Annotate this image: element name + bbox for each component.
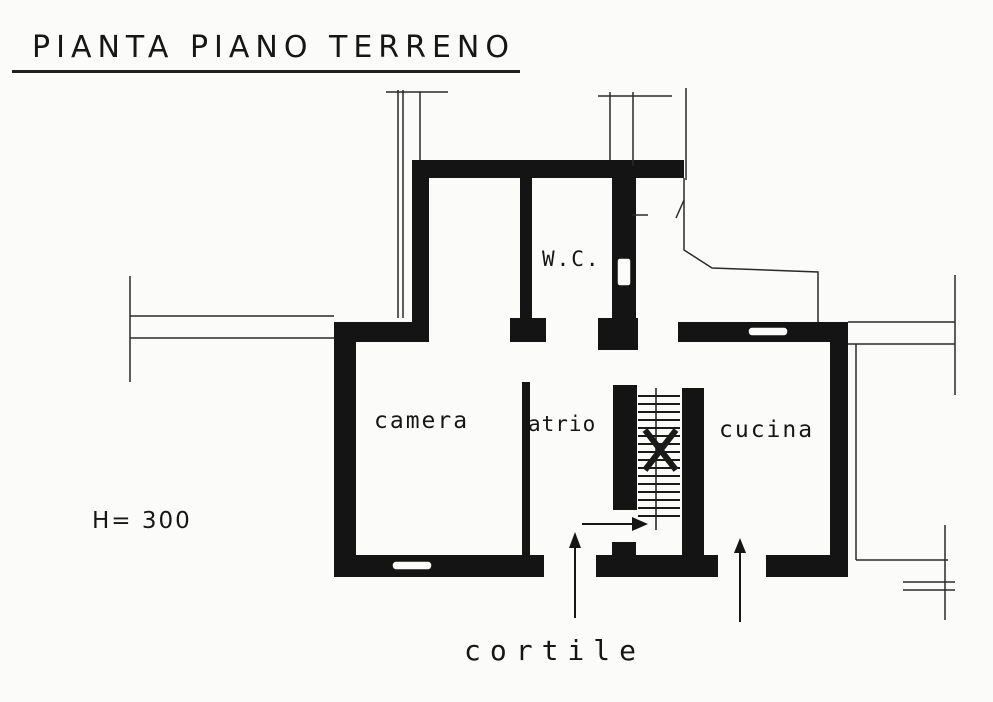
page-title: PIANTA PIANO TERRENO: [32, 30, 515, 65]
main-left-wall: [334, 322, 356, 577]
staircase: [638, 388, 680, 530]
bedroom-window: [391, 560, 433, 571]
thin-outlines: [129, 88, 956, 620]
wc-window: [616, 257, 632, 287]
main-right-wall: [830, 322, 848, 577]
room-label-atrio: atrio: [528, 412, 597, 436]
stair-left-wall: [613, 385, 637, 510]
title-underline: [12, 70, 520, 73]
room-label-cucina: cucina: [719, 417, 815, 443]
room-label-wc: W.C.: [542, 247, 601, 271]
camera-atrio-partition: [522, 382, 530, 557]
wc-right-wall: [612, 165, 636, 325]
kitchen-window: [747, 326, 789, 337]
wc-left-pier: [510, 318, 546, 342]
room-label-camera: camera: [374, 408, 470, 434]
courtyard-label: cortile: [464, 634, 646, 667]
walls: [334, 160, 848, 577]
height-label: H= 300: [92, 508, 192, 534]
arrows: [569, 517, 746, 622]
upper-top-wall: [412, 160, 684, 178]
stair-landing-block: [612, 542, 636, 557]
main-top-wall-left: [334, 322, 429, 342]
bottom-wall-left: [334, 555, 544, 577]
stair-right-wall: [682, 388, 704, 558]
windows: [391, 257, 789, 571]
bottom-wall-middle: [596, 555, 718, 577]
bottom-wall-right: [766, 555, 848, 577]
upper-left-wall: [412, 160, 429, 340]
wc-left-wall: [520, 175, 532, 330]
wc-right-pier: [598, 318, 638, 350]
